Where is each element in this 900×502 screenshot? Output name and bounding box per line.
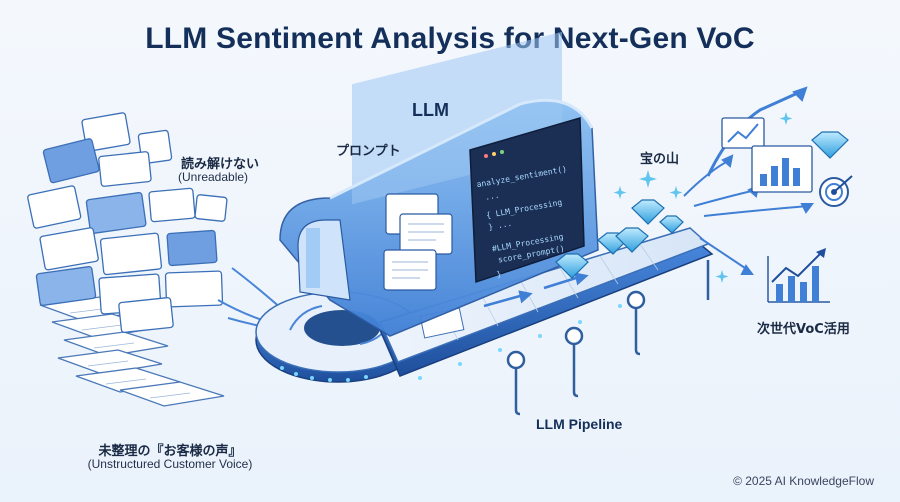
code-line-4: } ... [487, 219, 512, 232]
growth-chart-icon [767, 248, 830, 303]
prompt-label: プロンプト [336, 144, 401, 159]
copyright-footer: © 2025 AI KnowledgeFlow [733, 474, 874, 488]
target-icon [819, 175, 853, 207]
gem-icon [811, 131, 849, 159]
bar-chart-icon [751, 145, 813, 193]
code-line-2: ... [484, 191, 500, 202]
diamond-icons [555, 199, 684, 279]
treasure-label: 宝の山 [640, 152, 680, 167]
llm-machine: analyze_sentiment() ... { LLM_Processing… [255, 31, 714, 416]
prompt-document-icon [383, 193, 453, 291]
unreadable-label-en: (Unreadable) [178, 170, 249, 184]
unreadable-label-jp: 読み解けない [181, 157, 260, 172]
code-line-7: } [496, 269, 502, 279]
diagram-title: LLM Sentiment Analysis for Next-Gen VoC [145, 22, 755, 55]
customer-voice-label-en: (Unstructured Customer Voice) [87, 457, 253, 471]
document-pile-icon [39, 296, 225, 407]
llm-pipeline-label: LLM Pipeline [536, 416, 623, 432]
nextgen-voc-label: 次世代VoC活用 [757, 322, 850, 337]
llm-label: LLM [412, 100, 449, 120]
customer-voice-label-jp: 未整理の『お客様の声』 [98, 444, 242, 459]
sparkle-icons [613, 112, 793, 283]
speech-bubble-stack-icon [27, 112, 228, 333]
code-screen: analyze_sentiment() ... { LLM_Processing… [469, 117, 585, 284]
trend-report-icon [721, 117, 765, 149]
